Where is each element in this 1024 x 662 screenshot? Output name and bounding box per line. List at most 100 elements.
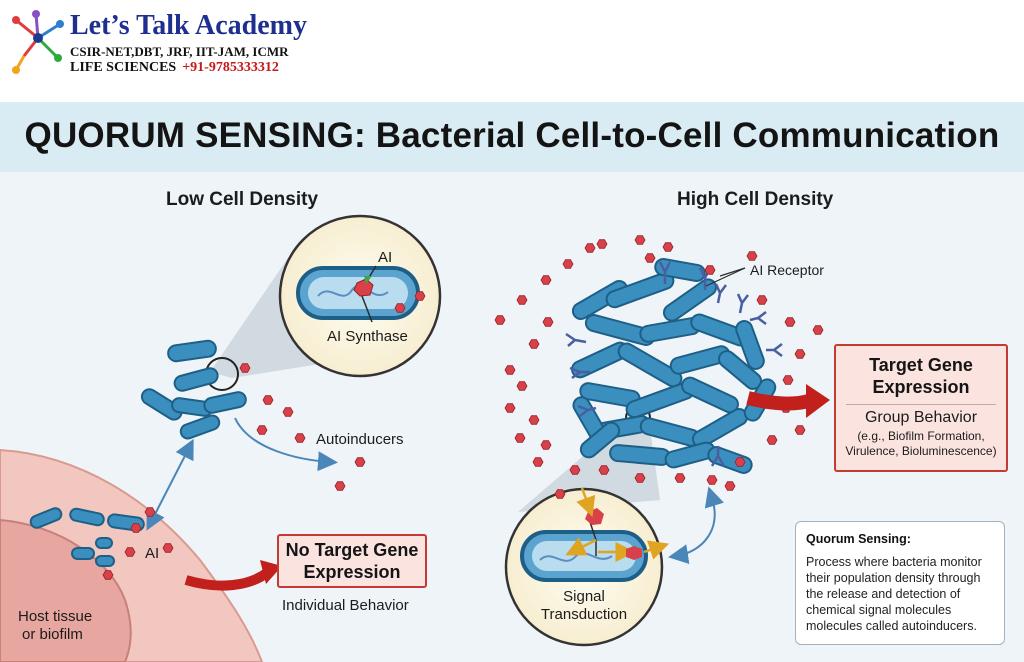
autoinducer-molecule bbox=[394, 303, 406, 313]
biofilm-bacterium bbox=[662, 278, 718, 322]
autoinducer-molecule bbox=[540, 440, 552, 450]
autoinducer-molecule bbox=[294, 433, 306, 443]
autoinducer-molecules bbox=[102, 235, 824, 580]
autoinducer-molecule bbox=[756, 295, 768, 305]
ai-release-arrow bbox=[234, 417, 338, 472]
host-tissue-label-1: Host tissue bbox=[18, 608, 93, 625]
target-gene-line1: Target Gene bbox=[869, 355, 973, 375]
autoinducer-molecule bbox=[704, 265, 716, 275]
no-target-gene-box: No Target Gene Expression bbox=[277, 534, 427, 588]
autoinducer-molecule bbox=[540, 275, 552, 285]
diagram-title: QUORUM SENSING: Bacterial Cell-to-Cell C… bbox=[24, 116, 1000, 155]
autoinducer-molecule bbox=[706, 475, 718, 485]
host-bacteria bbox=[29, 507, 145, 567]
autoinducer-molecule bbox=[516, 381, 528, 391]
high-exchange-arrow bbox=[668, 486, 724, 565]
low-result-arrow bbox=[184, 567, 272, 591]
low-density-bacteria bbox=[140, 339, 247, 440]
autoinducer-molecule bbox=[102, 570, 114, 580]
biofilm-bacterium bbox=[617, 342, 683, 388]
autoinducer-molecule bbox=[282, 407, 294, 417]
high-zoom-cone bbox=[518, 414, 660, 512]
autoinducer-molecule bbox=[794, 425, 806, 435]
biofilm-bacterium bbox=[605, 271, 675, 309]
autoinducer-molecule bbox=[334, 481, 346, 491]
autoinducer-molecule bbox=[504, 403, 516, 413]
autoinducer-molecule bbox=[812, 325, 824, 335]
autoinducer-molecule bbox=[354, 457, 366, 467]
host-tissue-label-2: or biofilm bbox=[22, 626, 83, 643]
autoinducer-molecule bbox=[494, 315, 506, 325]
host-exchange-arrow bbox=[146, 438, 194, 531]
autoinducer-molecule bbox=[766, 435, 778, 445]
academy-subject: LIFE SCIENCES bbox=[70, 60, 177, 75]
autoinducer-molecule bbox=[724, 481, 736, 491]
autoinducer-molecule bbox=[532, 457, 544, 467]
low-density-heading: Low Cell Density bbox=[166, 189, 319, 210]
high-result-arrow bbox=[746, 391, 815, 411]
academy-phone: +91-9785333312 bbox=[182, 60, 279, 75]
autoinducer-molecule bbox=[662, 242, 674, 252]
autoinducer-molecule bbox=[528, 415, 540, 425]
definition-body: Process where bacteria monitor their pop… bbox=[806, 555, 982, 633]
definition-box: Quorum Sensing: Process where bacteria m… bbox=[795, 521, 1005, 645]
signal-path bbox=[576, 487, 596, 518]
autoinducer-molecule bbox=[634, 473, 646, 483]
autoinducer-molecule bbox=[584, 243, 596, 253]
biofilm-bacterium bbox=[707, 446, 753, 474]
autoinducer-molecule bbox=[734, 457, 746, 467]
title-banner bbox=[0, 102, 1024, 172]
autoinducer-molecule bbox=[746, 251, 758, 261]
no-target-gene-line2: Expression bbox=[303, 562, 401, 582]
autoinducer-molecule bbox=[542, 317, 554, 327]
academy-courses: CSIR-NET,DBT, JRF, IIT-JAM, ICMR bbox=[70, 44, 289, 59]
academy-logo: Let’s Talk Academy CSIR-NET,DBT, JRF, II… bbox=[8, 8, 338, 80]
autoinducer-molecule bbox=[596, 239, 608, 249]
zoom-synthase-label: AI Synthase bbox=[327, 328, 408, 345]
autoinducer-molecule bbox=[569, 465, 581, 475]
signal-transduction-line2: Transduction bbox=[541, 606, 627, 623]
academy-name: Let’s Talk Academy bbox=[70, 10, 307, 41]
autoinducer-molecule bbox=[528, 339, 540, 349]
target-gene-box: Target Gene Expression Group Behavior (e… bbox=[834, 344, 1008, 472]
signal-transduction-line1: Signal bbox=[563, 588, 605, 605]
autoinducer-molecule bbox=[794, 349, 806, 359]
host-cell-nucleus bbox=[0, 518, 132, 662]
autoinducer-molecule bbox=[262, 395, 274, 405]
autoinducer-molecule bbox=[782, 375, 794, 385]
target-gene-divider bbox=[846, 404, 996, 405]
ai-receptor-label: AI Receptor bbox=[750, 262, 824, 278]
examples-line1: (e.g., Biofilm Formation, bbox=[857, 429, 985, 443]
autoinducer-molecule bbox=[562, 259, 574, 269]
no-target-gene-line1: No Target Gene bbox=[285, 540, 419, 560]
autoinducers-label: Autoinducers bbox=[316, 431, 404, 448]
autoinducer-molecule bbox=[598, 465, 610, 475]
high-density-biofilm bbox=[571, 258, 777, 474]
autoinducer-molecule bbox=[124, 547, 136, 557]
autoinducer-molecule bbox=[239, 363, 251, 373]
group-behavior-label: Group Behavior bbox=[864, 409, 978, 426]
autoinducer-molecule bbox=[514, 433, 526, 443]
autoinducer-molecule bbox=[162, 543, 174, 553]
examples-line2: Virulence, Bioluminescence) bbox=[845, 444, 997, 458]
host-ai-label: AI bbox=[145, 545, 160, 562]
biofilm-bacterium bbox=[735, 320, 765, 370]
autoinducer-molecule bbox=[634, 235, 646, 245]
biofilm-bacterium bbox=[681, 376, 739, 414]
dna-molecule-icon bbox=[12, 10, 64, 74]
autoinducer-molecule bbox=[516, 295, 528, 305]
zoom-ai-label: AI bbox=[378, 249, 392, 266]
autoinducer-molecule bbox=[256, 425, 268, 435]
autoinducer-molecule bbox=[644, 253, 656, 263]
high-density-heading: High Cell Density bbox=[677, 189, 834, 210]
autoinducer-molecule bbox=[504, 365, 516, 375]
autoinducer-molecule bbox=[674, 473, 686, 483]
target-gene-line2: Expression bbox=[872, 377, 970, 397]
autoinducer-molecule bbox=[554, 489, 566, 499]
autoinducer-molecule bbox=[414, 291, 426, 301]
autoinducer-molecule bbox=[784, 317, 796, 327]
autoinducer-molecule bbox=[130, 523, 142, 533]
autoinducer-molecule bbox=[144, 507, 156, 517]
